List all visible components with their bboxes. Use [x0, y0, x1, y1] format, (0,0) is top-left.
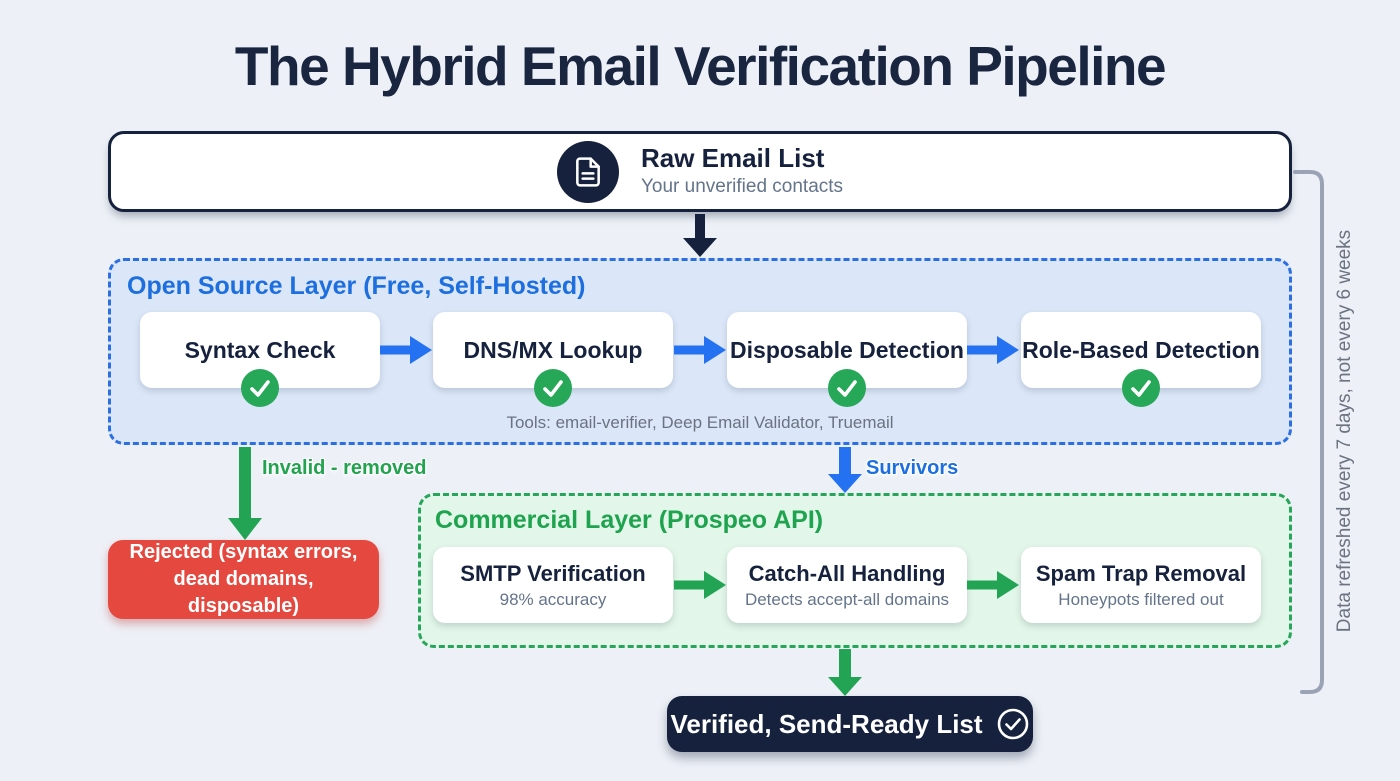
arrow-right-blue-icon	[674, 336, 726, 364]
check-circle-icon	[828, 369, 866, 407]
commercial-layer-title: Commercial Layer (Prospeo API)	[435, 506, 824, 534]
tools-note: Tools: email-verifier, Deep Email Valida…	[506, 413, 894, 432]
rejected-box: Rejected (syntax errors, dead domains, d…	[108, 540, 379, 619]
open-source-layer: Open Source Layer (Free, Self-Hosted) Sy…	[108, 258, 1292, 445]
step-catch-all-handling: Catch-All Handling Detects accept-all do…	[727, 547, 967, 623]
span-bracket	[1293, 170, 1324, 694]
side-note: Data refreshed every 7 days, not every 6…	[1334, 229, 1355, 633]
step-role-based-detection: Role-Based Detection	[1021, 312, 1261, 407]
step-sublabel: 98% accuracy	[499, 589, 607, 609]
arrow-right-blue-icon	[967, 336, 1019, 364]
check-circle-icon	[241, 369, 279, 407]
step-label: Spam Trap Removal	[1035, 560, 1247, 586]
invalid-branch-label: Invalid - removed	[262, 457, 427, 479]
verified-list-label: Verified, Send-Ready List	[670, 708, 983, 739]
verified-list-box: Verified, Send-Ready List	[667, 696, 1033, 752]
arrow-down-green-icon	[228, 447, 262, 540]
step-sublabel: Honeypots filtered out	[1058, 589, 1224, 609]
check-circle-icon	[1122, 369, 1160, 407]
arrow-right-blue-icon	[380, 336, 432, 364]
check-circle-icon	[534, 369, 572, 407]
step-smtp-verification: SMTP Verification 98% accuracy	[433, 547, 673, 623]
step-label: SMTP Verification	[460, 560, 646, 586]
arrow-down-dark-icon	[683, 214, 717, 257]
raw-email-list-subtitle: Your unverified contacts	[640, 175, 844, 197]
document-icon	[556, 140, 619, 203]
step-spam-trap-removal: Spam Trap Removal Honeypots filtered out	[1021, 547, 1261, 623]
arrow-right-green-icon	[674, 571, 726, 599]
arrow-down-blue-icon	[828, 447, 862, 493]
step-label: Syntax Check	[184, 336, 336, 363]
step-label: Role-Based Detection	[1022, 336, 1260, 363]
step-label: DNS/MX Lookup	[463, 336, 643, 363]
step-disposable-detection: Disposable Detection	[727, 312, 967, 407]
check-circle-outline-icon	[997, 708, 1028, 740]
survivors-branch-label: Survivors	[866, 457, 959, 479]
page-title: The Hybrid Email Verification Pipeline	[234, 35, 1167, 97]
arrow-right-green-icon	[967, 571, 1019, 599]
commercial-layer: Commercial Layer (Prospeo API) SMTP Veri…	[418, 493, 1292, 648]
raw-email-list-box: Raw Email List Your unverified contacts	[108, 131, 1292, 212]
arrow-down-green-icon	[828, 649, 862, 696]
step-syntax-check: Syntax Check	[140, 312, 380, 407]
step-label: Disposable Detection	[730, 336, 964, 363]
step-sublabel: Detects accept-all domains	[744, 589, 950, 609]
raw-email-list-title: Raw Email List	[640, 142, 825, 173]
raw-email-list-text: Raw Email List Your unverified contacts	[640, 142, 844, 200]
step-dns-mx-lookup: DNS/MX Lookup	[433, 312, 673, 407]
step-label: Catch-All Handling	[748, 560, 946, 586]
open-source-layer-title: Open Source Layer (Free, Self-Hosted)	[127, 272, 586, 300]
